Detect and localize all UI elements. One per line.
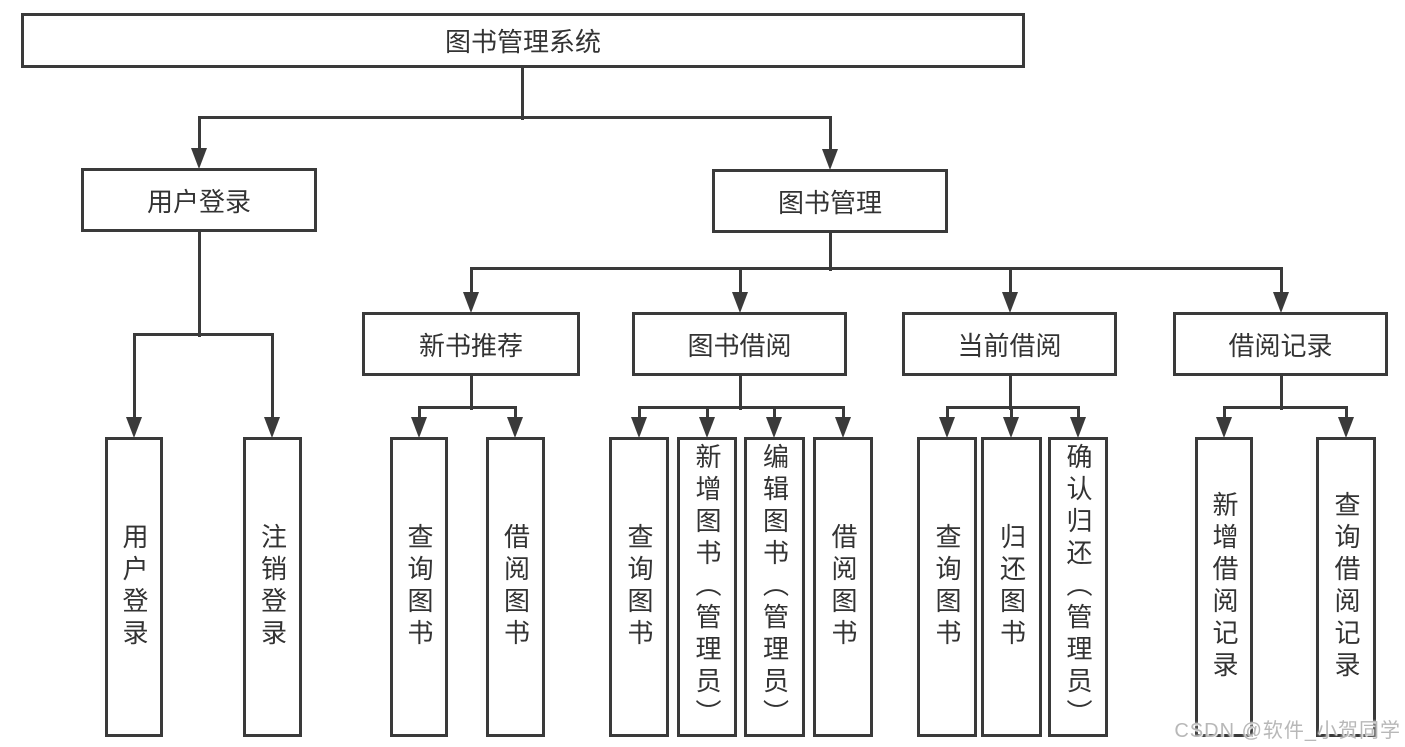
arrowhead-down [1338,417,1354,438]
leaf-label: 归还图书 [996,523,1027,651]
connector-stub [738,268,742,295]
arrowhead-down [822,149,838,170]
connector-stub [1344,407,1348,420]
arrowhead-down [835,417,851,438]
connector-trunk [197,232,201,337]
connector-stub [828,117,832,152]
arrowhead-down [1070,417,1086,438]
node-leaf-user-login: 用户登录 [105,437,163,737]
connector-stub [1009,407,1013,420]
connector-trunk [520,68,524,120]
leaf-label: 新增图书（管理员） [692,443,722,731]
node-current-borrow: 当前借阅 [902,312,1117,376]
node-leaf-current-query-book: 查询图书 [917,437,977,737]
arrowhead-down [264,417,280,438]
connector-stub [197,117,201,151]
leaf-label: 确认归还（管理员） [1063,443,1093,731]
arrowhead-down [732,292,748,313]
leaf-label: 借阅图书 [828,523,858,651]
arrowhead-down [191,148,207,169]
connector-trunk [1008,376,1012,410]
node-leaf-confirm-return-admin: 确认归还（管理员） [1048,437,1108,737]
node-leaf-return-book: 归还图书 [981,437,1042,737]
connector-stub [705,407,709,420]
node-user-login: 用户登录 [81,168,317,232]
node-leaf-add-borrow-record: 新增借阅记录 [1195,437,1253,737]
node-new-book-recommend: 新书推荐 [362,312,580,376]
node-book-management: 图书管理 [712,169,948,233]
connector-stub [1222,407,1226,420]
connector-rail [945,405,1080,409]
connector-stub [1279,268,1283,295]
connector-stub [417,407,421,420]
arrowhead-down [1003,417,1019,438]
arrowhead-down [411,417,427,438]
node-leaf-edit-book-admin: 编辑图书（管理员） [744,437,805,737]
node-library-management-system: 图书管理系统 [21,13,1025,68]
node-leaf-add-book-admin: 新增图书（管理员） [677,437,737,737]
connector-stub [1008,268,1012,295]
connector-stub [513,407,517,420]
arrowhead-down [126,417,142,438]
node-leaf-recommend-borrow-book: 借阅图书 [486,437,545,737]
connector-rail [469,266,1283,270]
connector-stub [945,407,949,420]
leaf-label: 注销登录 [257,523,288,651]
connector-trunk [738,376,742,410]
leaf-label: 编辑图书（管理员） [759,443,790,731]
arrowhead-down [1002,292,1018,313]
node-borrow-record: 借阅记录 [1173,312,1388,376]
leaf-label: 用户登录 [119,523,149,651]
connector-rail [637,405,845,409]
watermark: CSDN @软件_小贺同学 [1174,720,1401,742]
connector-stub [270,334,274,420]
connector-trunk [828,233,832,271]
node-book-borrow: 图书借阅 [632,312,847,376]
connector-stub [132,334,136,420]
arrowhead-down [631,417,647,438]
node-leaf-recommend-query-book: 查询图书 [390,437,448,737]
connector-stub [841,407,845,420]
arrowhead-down [463,292,479,313]
connector-rail [1222,405,1348,409]
connector-stub [469,268,473,295]
node-leaf-borrow-book: 借阅图书 [813,437,873,737]
connector-stub [1076,407,1080,420]
leaf-label: 查询图书 [624,523,654,651]
arrowhead-down [507,417,523,438]
arrowhead-down [699,417,715,438]
connector-rail [197,115,832,119]
leaf-label: 借阅图书 [500,523,531,651]
connector-rail [132,332,274,336]
leaf-label: 查询图书 [404,523,434,651]
leaf-label: 查询图书 [932,523,962,651]
node-leaf-borrow-query-book: 查询图书 [609,437,669,737]
connector-rail [417,405,517,409]
arrowhead-down [939,417,955,438]
arrowhead-down [1273,292,1289,313]
arrowhead-down [766,417,782,438]
node-leaf-query-borrow-record: 查询借阅记录 [1316,437,1376,737]
node-leaf-logout: 注销登录 [243,437,302,737]
connector-trunk [469,376,473,410]
leaf-label: 新增借阅记录 [1209,491,1239,683]
connector-stub [772,407,776,420]
connector-trunk [1279,376,1283,410]
arrowhead-down [1216,417,1232,438]
leaf-label: 查询借阅记录 [1331,491,1361,683]
connector-stub [637,407,641,420]
